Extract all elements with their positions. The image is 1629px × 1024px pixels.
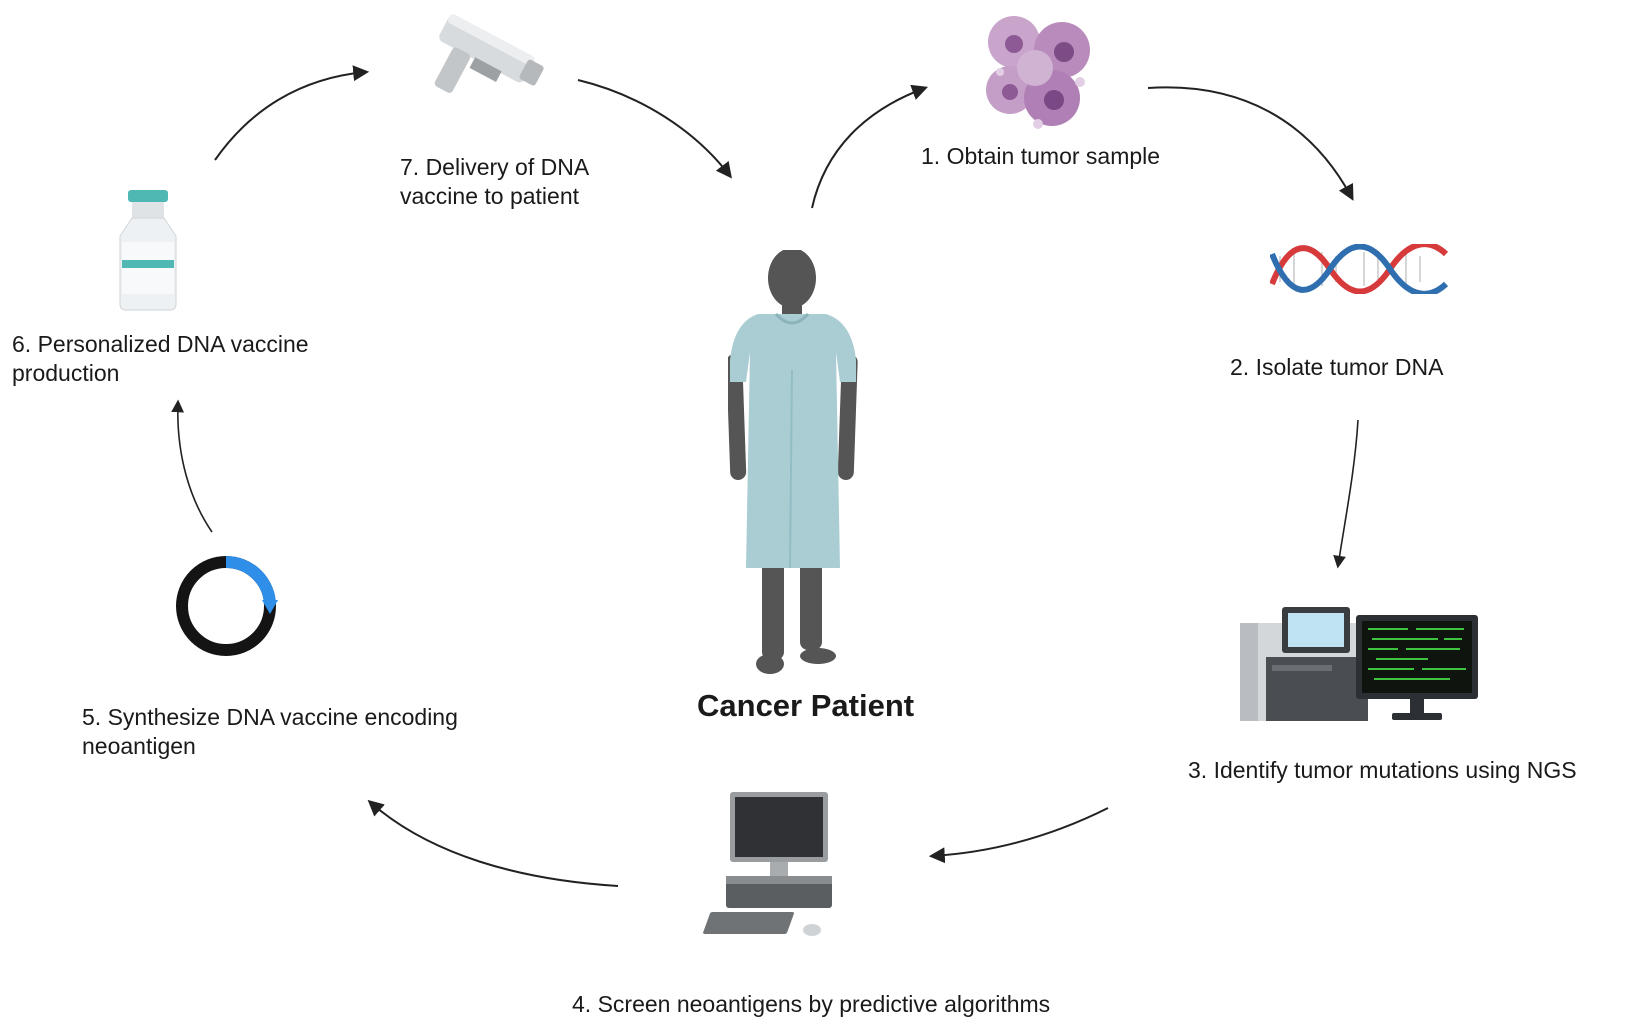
tumor-cells-icon (986, 16, 1090, 129)
patient-figure (728, 250, 858, 674)
step-5-line-2: neoantigen (82, 733, 196, 759)
step-5-label: 5. Synthesize DNA vaccine encoding neoan… (82, 703, 458, 761)
step-7-line-2: vaccine to patient (400, 183, 580, 209)
computer-icon (703, 792, 832, 936)
plasmid-icon (176, 555, 278, 656)
step-1-label: 1. Obtain tumor sample (921, 143, 1161, 169)
arrow-step7-to-patient (577, 79, 732, 179)
injector-icon (434, 14, 544, 93)
dna-helix-icon (1270, 244, 1448, 294)
step-6-label: 6. Personalized DNA vaccine production (12, 330, 309, 388)
step-6-line-2: production (12, 360, 120, 386)
arrow-step3-to-step4 (928, 807, 1109, 864)
step-4-label: 4. Screen neoantigens by predictive algo… (572, 991, 1051, 1017)
arrow-patient-to-step1 (811, 84, 929, 209)
arrow-step1-to-step2 (1147, 86, 1354, 201)
arrow-step6-to-step7 (214, 65, 370, 161)
sequencer-icon (1240, 607, 1478, 721)
vaccine-vial-icon (119, 190, 177, 311)
step-7-line-1: 7. Delivery of DNA (400, 154, 590, 180)
arrow-step4-to-step5 (367, 799, 619, 887)
step-3-label: 3. Identify tumor mutations using NGS (1188, 757, 1577, 783)
step-5-line-1: 5. Synthesize DNA vaccine encoding (82, 704, 458, 730)
step-6-line-1: 6. Personalized DNA vaccine (12, 331, 309, 357)
center-title: Cancer Patient (697, 688, 915, 723)
step-2-label: 2. Isolate tumor DNA (1230, 354, 1444, 380)
step-7-label: 7. Delivery of DNA vaccine to patient (400, 153, 589, 211)
arrow-step5-to-step6 (171, 399, 213, 533)
arrow-step2-to-step3 (1333, 419, 1359, 569)
